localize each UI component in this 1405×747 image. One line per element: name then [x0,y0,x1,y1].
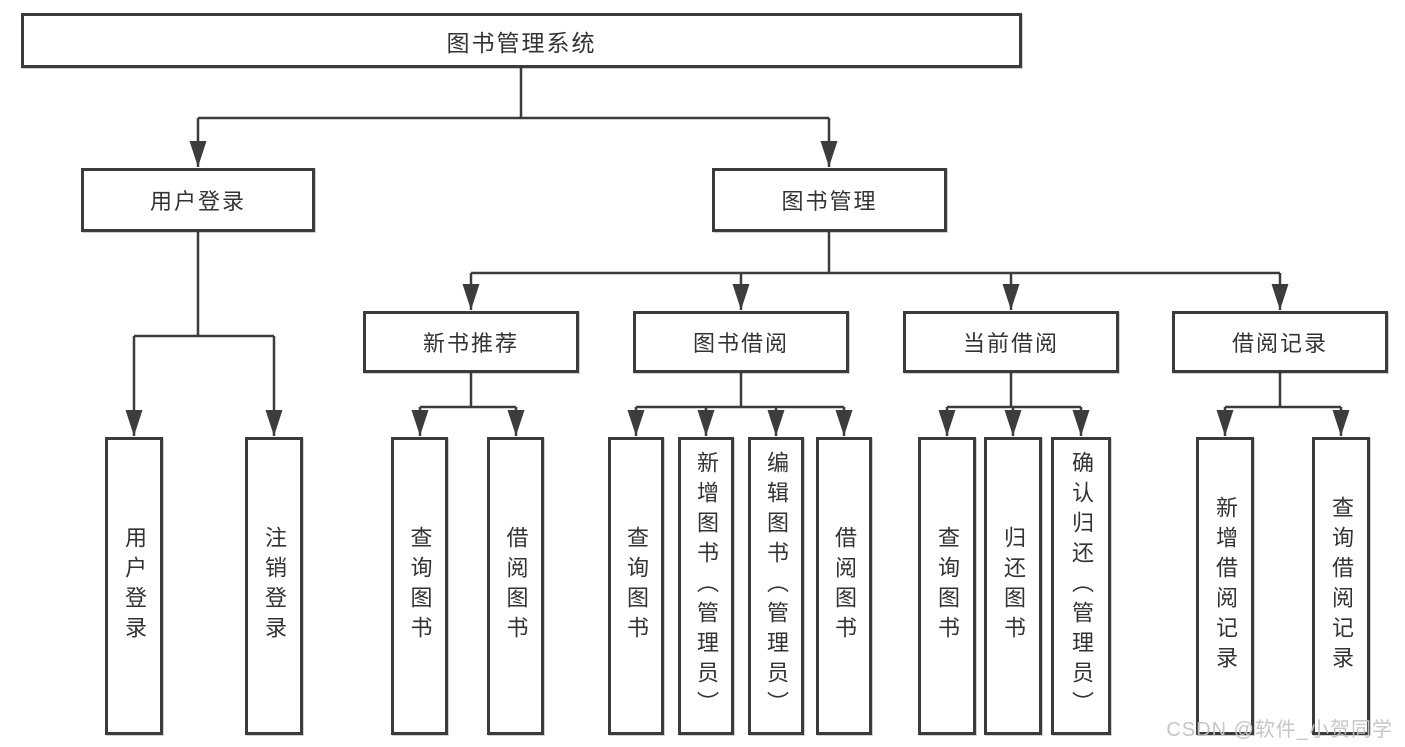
node-label: 图书管理系统 [446,29,597,56]
node-book-management: 图书管理 [712,168,947,232]
node-current-borrow: 当前借阅 [903,311,1119,373]
leaf-label: 归还图书 [1001,526,1026,646]
connector-current-trunk [947,373,1081,409]
leaf-confirm-return-admin: 确认归还（管理员） [1051,437,1111,735]
leaf-label: 查询图书 [407,526,433,646]
leaf-label: 用户登录 [122,526,147,646]
node-label: 图书借阅 [692,331,789,356]
node-label: 图书管理 [781,189,878,214]
node-user-login: 用户登录 [81,168,315,232]
leaf-label: 编辑图书（管理员） [764,451,789,721]
node-library-management-system: 图书管理系统 [21,13,1022,68]
connector-bookmgmt-trunk [471,232,1280,275]
node-book-borrow: 图书借阅 [633,311,849,373]
node-label: 借阅记录 [1231,331,1328,356]
leaf-query-book: 查询图书 [608,437,664,735]
leaf-label: 查询借阅记录 [1329,496,1354,676]
leaf-query-borrow-record: 查询借阅记录 [1312,437,1370,735]
leaf-edit-book-admin: 编辑图书（管理员） [748,437,804,735]
csdn-watermark: CSDN @软件_小贺同学 [1166,719,1393,741]
leaf-label: 借阅图书 [503,526,529,646]
leaf-label: 新增借阅记录 [1213,496,1238,676]
leaf-label: 借阅图书 [832,526,857,646]
leaf-borrow-book: 借阅图书 [816,437,872,735]
connector-records-trunk [1225,373,1341,409]
connector-borrow-trunk [636,373,844,409]
leaf-label: 注销登录 [262,526,287,646]
leaf-label: 确认归还（管理员） [1069,451,1094,721]
node-label: 当前借阅 [962,331,1059,356]
node-label: 用户登录 [149,189,246,214]
node-label: 新书推荐 [422,331,519,356]
connector-userlogin-trunk [134,232,274,338]
leaf-user-login: 用户登录 [105,437,163,735]
leaf-label: 查询图书 [624,526,649,646]
leaf-return-book: 归还图书 [984,437,1042,735]
connector-root-trunk [198,68,829,120]
node-new-book-recommend: 新书推荐 [363,311,579,373]
leaf-add-book-admin: 新增图书（管理员） [678,437,734,735]
leaf-label: 新增图书（管理员） [694,451,719,721]
leaf-borrow-book-recommend: 借阅图书 [487,437,544,735]
node-borrow-records: 借阅记录 [1172,311,1388,373]
leaf-query-current-borrow: 查询图书 [918,437,976,735]
leaf-add-borrow-record: 新增借阅记录 [1196,437,1254,735]
leaf-label: 查询图书 [935,526,960,646]
connector-newbook-trunk [420,373,516,409]
leaf-logout: 注销登录 [245,437,303,735]
leaf-query-book-recommend: 查询图书 [391,437,448,735]
